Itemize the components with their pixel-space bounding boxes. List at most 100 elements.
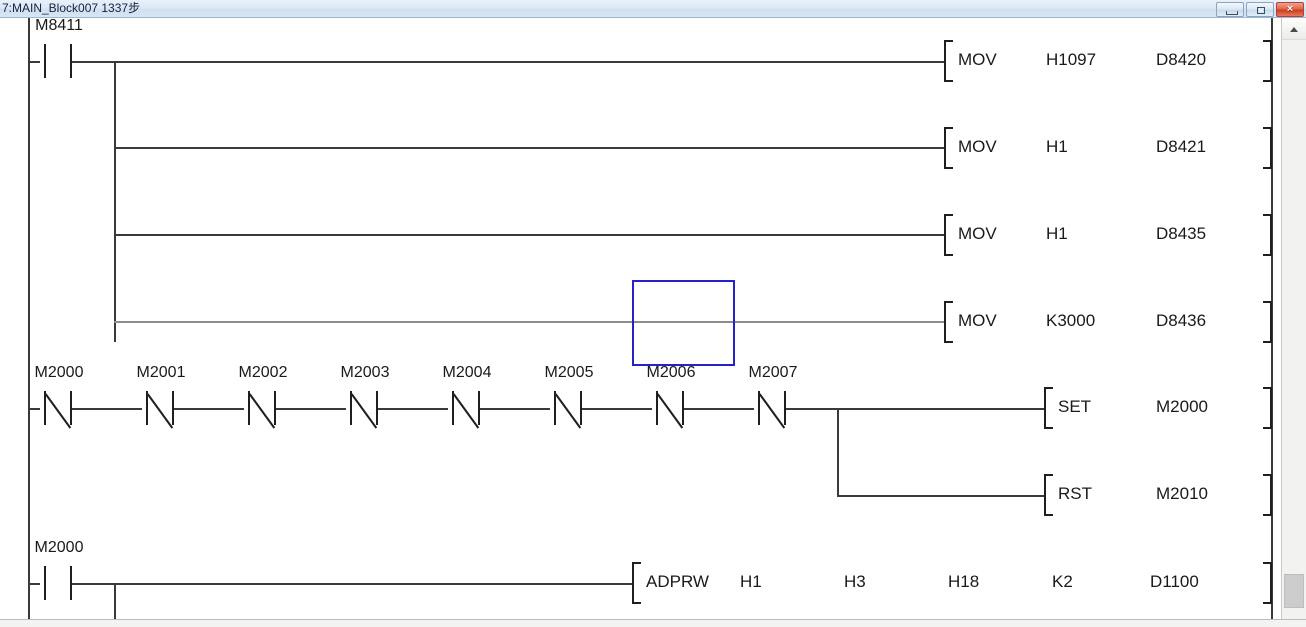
contact-m2005[interactable]: M2005 <box>545 364 593 429</box>
contact-m8411[interactable]: M8411 <box>35 18 83 78</box>
contact-slash <box>248 393 276 429</box>
minimize-icon <box>1226 10 1238 15</box>
contact-bar-left <box>554 391 556 425</box>
contact-bar-left <box>248 391 250 425</box>
scroll-track[interactable] <box>1282 40 1306 619</box>
branch-vertical <box>837 408 839 496</box>
scroll-up-arrow[interactable] <box>1282 18 1306 40</box>
instruction-arg-2: D8420 <box>1156 50 1207 69</box>
rung-wire <box>174 408 244 410</box>
instruction-arg-2: D8435 <box>1156 224 1207 243</box>
contact-label: M2001 <box>136 364 186 381</box>
instruction-right-bracket <box>1263 40 1272 82</box>
instruction-opcode: MOV <box>958 137 997 156</box>
restore-button[interactable] <box>1246 1 1274 17</box>
contact-bar-left <box>44 566 46 600</box>
instruction-mov-2[interactable]: MOV H1 D8421 <box>944 127 1272 169</box>
contact-bar-right <box>70 44 72 78</box>
contact-slash <box>554 393 582 429</box>
close-icon: × <box>1286 2 1294 15</box>
instruction-left-bracket <box>944 40 953 82</box>
contact-m2007[interactable]: M2007 <box>749 364 797 429</box>
instruction-left-bracket <box>1044 387 1053 429</box>
rung-wire <box>72 408 142 410</box>
selection-cursor[interactable] <box>632 280 735 366</box>
contact-bar-left <box>656 391 658 425</box>
contact-m2000-b[interactable]: M2000 <box>35 539 83 600</box>
contact-label: M2000 <box>34 539 84 556</box>
branch-vertical <box>114 583 116 619</box>
restore-icon <box>1257 6 1265 14</box>
instruction-opcode: SET <box>1058 397 1092 416</box>
instruction-mov-3[interactable]: MOV H1 D8435 <box>944 214 1272 256</box>
instruction-right-bracket <box>1263 387 1272 429</box>
contact-bar-right <box>70 391 72 425</box>
instruction-opcode: MOV <box>958 311 997 330</box>
instruction-opcode: MOV <box>958 50 997 69</box>
contact-bar-right <box>682 391 684 425</box>
instruction-opcode: MOV <box>958 224 997 243</box>
contact-bar-left <box>758 391 760 425</box>
right-power-rail <box>1271 18 1273 619</box>
rung-wire <box>378 408 448 410</box>
contact-label: M2005 <box>544 364 594 381</box>
rung-wire <box>28 583 40 585</box>
contact-m2004[interactable]: M2004 <box>443 364 491 429</box>
status-strip <box>0 619 1306 627</box>
contact-label: M2006 <box>646 364 696 381</box>
rung-wire <box>582 408 652 410</box>
contact-label: M8411 <box>35 18 83 34</box>
instruction-left-bracket <box>944 214 953 256</box>
close-button[interactable]: × <box>1276 1 1304 17</box>
instruction-arg-1: H1097 <box>1046 50 1097 69</box>
contact-bar-right <box>172 391 174 425</box>
contact-m2002[interactable]: M2002 <box>239 364 287 429</box>
instruction-opcode: ADPRW <box>646 572 709 591</box>
instruction-arg-1: K3000 <box>1046 311 1096 330</box>
instruction-right-bracket <box>1263 301 1272 343</box>
contact-m2006[interactable]: M2006 <box>647 364 695 429</box>
instruction-mov-1[interactable]: MOV H1097 D8420 <box>944 40 1272 82</box>
contact-m2001[interactable]: M2001 <box>137 364 185 429</box>
left-power-rail <box>28 18 30 619</box>
contact-m2003[interactable]: M2003 <box>341 364 389 429</box>
contact-bar-left <box>146 391 148 425</box>
contact-bar-right <box>376 391 378 425</box>
minimize-button[interactable] <box>1216 1 1244 17</box>
instruction-arg-4: K2 <box>1052 572 1073 591</box>
instruction-rst[interactable]: RST M2010 <box>1044 474 1272 516</box>
rung-wire <box>786 408 1046 410</box>
contact-bar-right <box>274 391 276 425</box>
rung-wire <box>28 408 40 410</box>
contact-bar-left <box>452 391 454 425</box>
contact-slash <box>452 393 480 429</box>
rung-wire <box>684 408 754 410</box>
instruction-mov-4[interactable]: MOV K3000 D8436 <box>944 301 1272 343</box>
vertical-scrollbar[interactable] <box>1281 18 1306 619</box>
contact-bar-right <box>478 391 480 425</box>
instruction-opcode: RST <box>1058 484 1092 503</box>
contact-slash <box>146 393 174 429</box>
branch-wire <box>114 234 946 236</box>
rung-wire <box>480 408 550 410</box>
instruction-arg-2: H3 <box>844 572 866 591</box>
instruction-arg-1: H1 <box>1046 224 1068 243</box>
rung-wire <box>276 408 346 410</box>
instruction-right-bracket <box>1263 214 1272 256</box>
ladder-canvas[interactable]: 8 0 0 M8411 MOV H1097 D8420 <box>0 18 1306 619</box>
instruction-arg-1: M2000 <box>1156 397 1208 416</box>
scroll-thumb[interactable] <box>1284 574 1304 608</box>
instruction-left-bracket <box>1044 474 1053 516</box>
instruction-adprw[interactable]: ADPRW H1 H3 H18 K2 D1100 <box>632 562 1272 604</box>
contact-label: M2002 <box>238 364 288 381</box>
instruction-set[interactable]: SET M2000 <box>1044 387 1272 429</box>
branch-wire <box>114 321 946 323</box>
instruction-left-bracket <box>944 127 953 169</box>
instruction-arg-2: D8436 <box>1156 311 1207 330</box>
contact-bar-right <box>70 566 72 600</box>
instruction-right-bracket <box>1263 474 1272 516</box>
contact-m2000-a[interactable]: M2000 <box>35 364 83 429</box>
branch-vertical <box>114 61 116 342</box>
window-titlebar[interactable]: 7:MAIN_Block007 1337步 × <box>0 0 1306 18</box>
